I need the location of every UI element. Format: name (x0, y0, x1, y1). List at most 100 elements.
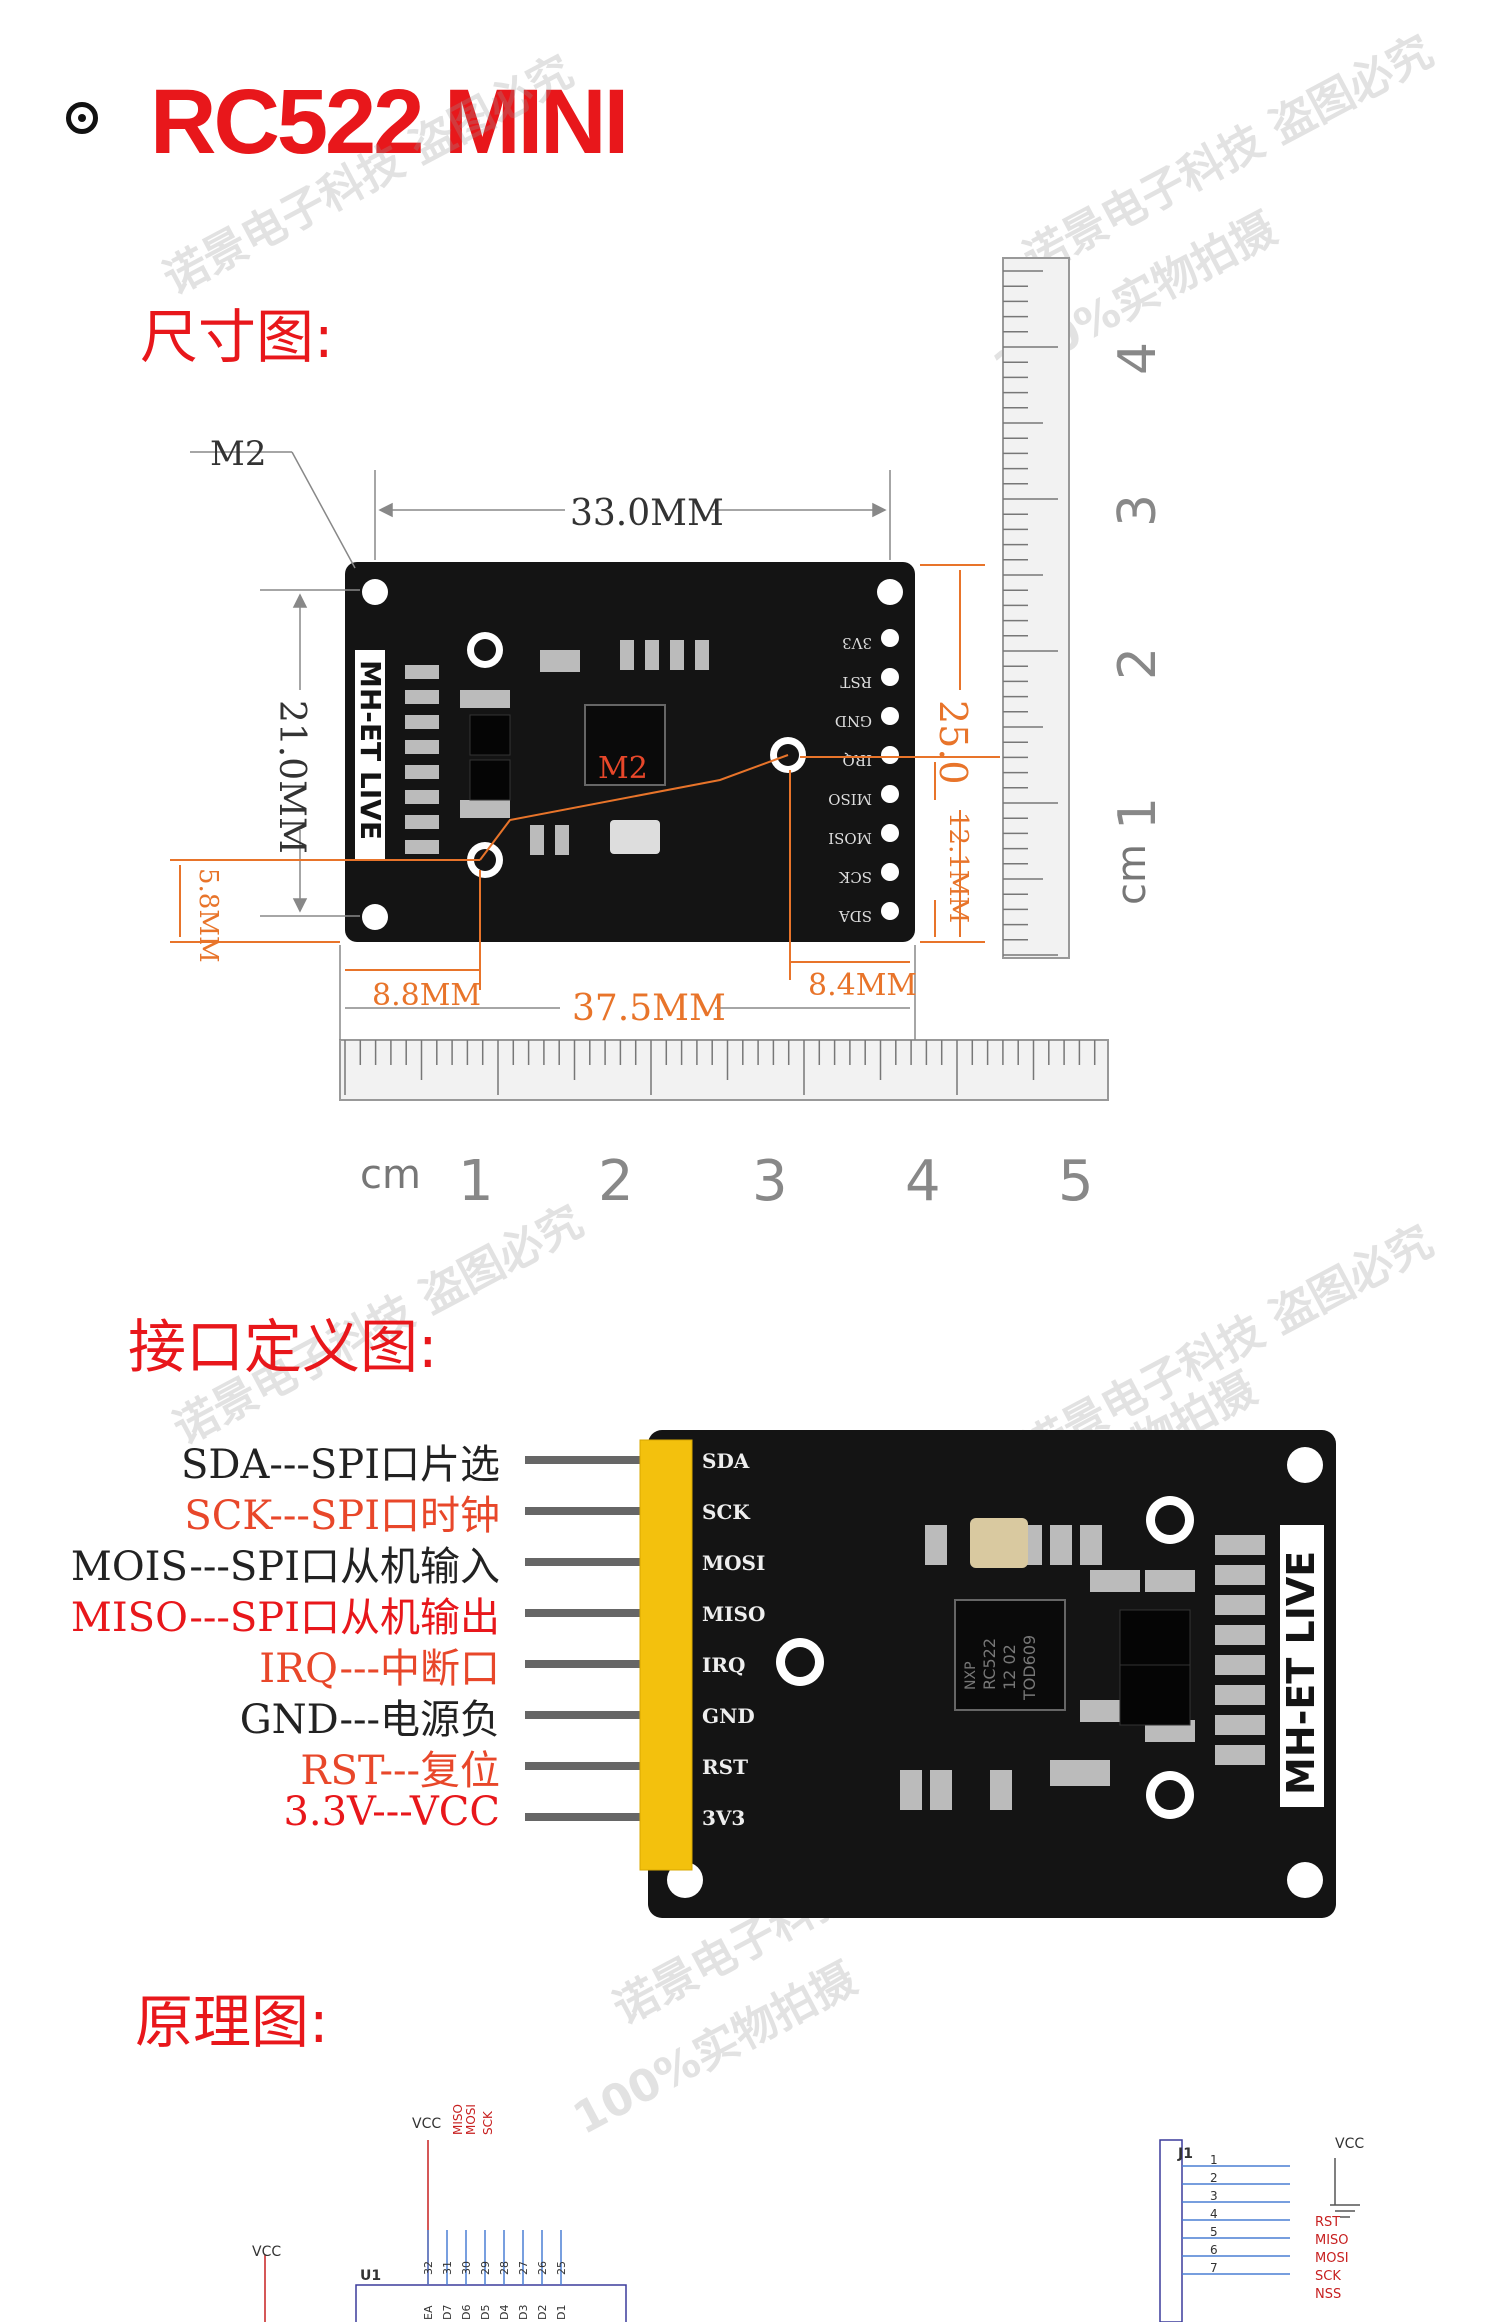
u1-pin-name: D6 (460, 2305, 473, 2320)
schematic-vcc: VCC (1335, 2136, 1364, 2152)
dimension-drawing: cm 1 2 3 4 cm 1 2 3 4 5 MH-ET LIVE (170, 257, 1168, 1214)
pin-pad (881, 785, 899, 803)
schematic-signal: SCK (481, 2110, 495, 2135)
chip-text: 12 02 (1000, 1644, 1019, 1690)
pin-silk-label: SCK (702, 1500, 750, 1524)
pin-silk-label: SDA (839, 907, 872, 925)
inner-height-label: 21.0MM (271, 700, 312, 854)
j1-pin-number: 5 (1210, 2225, 1218, 2239)
chip-text: TOD609 (1020, 1635, 1039, 1701)
vertical-ruler-unit: cm (1109, 844, 1155, 905)
section-pinout-title: 接口定义图: (128, 1313, 438, 1381)
dimension-lines (190, 451, 916, 1040)
board-width-label: 33.0MM (570, 493, 724, 534)
outer-height-label: 25.0 (931, 700, 975, 785)
vertical-ruler-mark: 3 (1108, 494, 1168, 527)
horizontal-ruler-mark: 1 (458, 1149, 494, 1214)
section-dimensions-title: 尺寸图: (140, 303, 334, 371)
board-brand-bottom: MH-ET LIVE (1279, 1551, 1323, 1795)
bullet-icon (66, 102, 98, 134)
pin-pad (881, 863, 899, 881)
pin-silk-label: IRQ (702, 1653, 745, 1677)
j1-signal-label: MOSI (1315, 2251, 1349, 2266)
vertical-ruler: cm 1 2 3 4 (1002, 257, 1168, 959)
j1-pin-number: 3 (1210, 2189, 1218, 2203)
u1-pin-name: D7 (441, 2305, 454, 2320)
vertical-ruler-mark: 2 (1108, 647, 1168, 680)
horizontal-ruler-mark: 4 (905, 1149, 941, 1214)
horizontal-ruler-unit: cm (360, 1152, 421, 1198)
j1-pin-number: 4 (1210, 2207, 1218, 2221)
j1-signal-label: SCK (1315, 2269, 1341, 2284)
j1-pin-number: 1 (1210, 2153, 1218, 2167)
j1-pin-number: 6 (1210, 2243, 1218, 2257)
pin-definition-label: IRQ---中断口 (259, 1646, 500, 1692)
section-schematic-title: 原理图: (135, 1988, 329, 2056)
u1-pin-number: 29 (479, 2261, 492, 2275)
u1-pin-name: EA (422, 2305, 435, 2320)
pin-silk-label: SDA (702, 1449, 750, 1473)
schematic-signal: MOSI (464, 2104, 478, 2135)
u1-pin-name: D2 (536, 2305, 549, 2320)
u1-pin-number: 26 (536, 2261, 549, 2275)
u1-pin-number: 25 (555, 2261, 568, 2275)
header-pin (525, 1813, 665, 1821)
pin-silk-label: GND (835, 712, 872, 730)
pin-pad (881, 668, 899, 686)
pin-silk-label: IRQ (842, 751, 872, 769)
pin-definition-label: MISO---SPI口从机输出 (70, 1595, 500, 1641)
u1-pin-name: D4 (498, 2305, 511, 2320)
page-title: RC522 MINI (150, 71, 629, 173)
pin-silk-label: MOSI (702, 1551, 765, 1575)
overall-length-label: 37.5MM (572, 988, 726, 1029)
u1-pin-number: 27 (517, 2261, 530, 2275)
header-pin (525, 1711, 665, 1719)
board-brand: MH-ET LIVE (354, 660, 387, 840)
hole-dimension-lines (170, 564, 1000, 990)
pin-silk-label: GND (702, 1704, 755, 1728)
pinout-drawing: MH-ET LIVE RC522 12 02 TOD609 NXP SDA SCK… (525, 1430, 1336, 1918)
header-pin (525, 1660, 665, 1668)
u1-pin-name: D1 (555, 2305, 568, 2320)
pin-silk-label: 3V3 (702, 1806, 745, 1830)
pin-pad (881, 902, 899, 920)
pin-definition-label: MOIS---SPI口从机输入 (70, 1544, 500, 1590)
pin-definition-label: SCK---SPI口时钟 (184, 1493, 500, 1539)
u1-pin-number: 31 (441, 2261, 454, 2275)
j1-pin-number: 7 (1210, 2261, 1218, 2275)
bottom-hole-offset-label: 5.8MM (193, 868, 223, 963)
j1-signal-label: RST (1315, 2215, 1340, 2230)
header-pin (525, 1558, 665, 1566)
right-hole-offset-label: 8.4MM (808, 968, 917, 1003)
pin-silk-label: MISO (828, 790, 872, 808)
board-bottom-view: MH-ET LIVE RC522 12 02 TOD609 NXP (648, 1430, 1336, 1918)
silk-hole-label: M2 (598, 751, 648, 786)
u1-pin-name: D3 (517, 2305, 530, 2320)
pin-pad (881, 746, 899, 764)
chip-brand: NXP (963, 1661, 979, 1690)
pin-header (639, 1439, 693, 1871)
horizontal-ruler: cm 1 2 3 4 5 (339, 1039, 1109, 1214)
header-pin (525, 1609, 665, 1617)
vertical-ruler-mark: 4 (1108, 342, 1168, 375)
pin-definition-label: RST---复位 (300, 1748, 500, 1794)
u1-pin-number: 28 (498, 2261, 511, 2275)
horizontal-ruler-mark: 3 (752, 1149, 788, 1214)
pin-silk-label: MOSI (828, 829, 872, 847)
j1-pin-number: 2 (1210, 2171, 1218, 2185)
j1-signal-label: NSS (1315, 2287, 1341, 2302)
horizontal-ruler-mark: 5 (1058, 1149, 1094, 1214)
header-pin (525, 1762, 665, 1770)
pin-silk-label: SCK (838, 868, 872, 886)
vertical-ruler-mark: 1 (1108, 797, 1168, 830)
chip-text: RC522 (980, 1638, 999, 1690)
horizontal-ruler-mark: 2 (598, 1149, 634, 1214)
pin-pad (881, 629, 899, 647)
pin-definition-label: SDA---SPI口片选 (180, 1442, 500, 1488)
pin-pad (881, 707, 899, 725)
schematic-j1: J1 (1177, 2146, 1193, 2162)
schematic-vcc: VCC (412, 2116, 441, 2132)
header-pin (525, 1456, 665, 1464)
pin-definition-label: 3.3V---VCC (283, 1789, 500, 1835)
